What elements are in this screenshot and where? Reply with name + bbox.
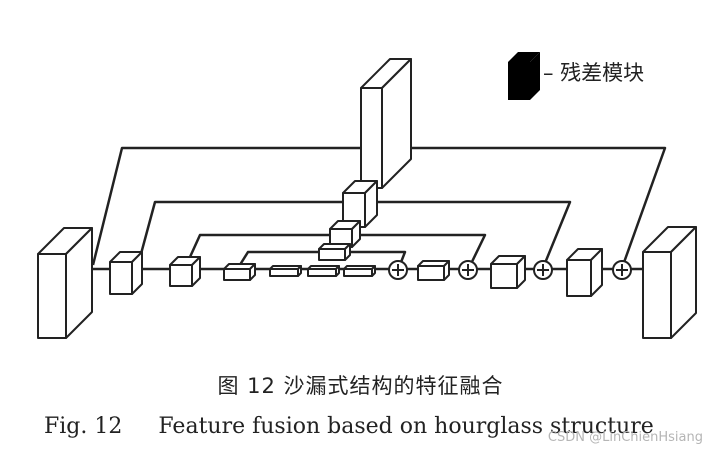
caption-english-text: Feature fusion based on hourglass struct… — [158, 414, 654, 439]
residual-block-output — [642, 226, 697, 339]
add-node-2 — [458, 260, 478, 280]
residual-block-up-1 — [417, 260, 450, 281]
caption-chinese: 图 12 沙漏式结构的特征融合 — [217, 374, 504, 398]
residual-block-down-4 — [269, 265, 302, 277]
residual-block-branch-2 — [342, 180, 378, 228]
residual-block-down-2 — [169, 256, 201, 287]
figure-number: Fig. 12 — [44, 414, 123, 439]
residual-block-branch-top — [360, 58, 412, 189]
legend-block-icon — [508, 52, 540, 100]
residual-block-down-5 — [307, 265, 340, 277]
residual-block-input — [37, 227, 93, 339]
residual-block-up-2 — [490, 255, 526, 289]
add-node-3 — [533, 260, 553, 280]
add-node-4 — [612, 260, 632, 280]
residual-block-branch-4 — [318, 243, 351, 261]
legend-label: – 残差模块 — [543, 61, 644, 85]
add-node-1 — [388, 260, 408, 280]
hourglass-diagram: – 残差模块 — [37, 52, 697, 339]
watermark: CSDN @LinChienHsiang — [547, 430, 703, 445]
residual-block-up-3 — [566, 248, 603, 297]
residual-block-down-3 — [223, 263, 256, 281]
caption-english: Fig. 12 Feature fusion based on hourglass… — [44, 414, 654, 439]
residual-block-down-1 — [109, 251, 143, 295]
residual-block-branch-3 — [329, 220, 361, 248]
legend: – 残差模块 — [508, 52, 644, 100]
residual-block-down-6 — [343, 265, 376, 277]
